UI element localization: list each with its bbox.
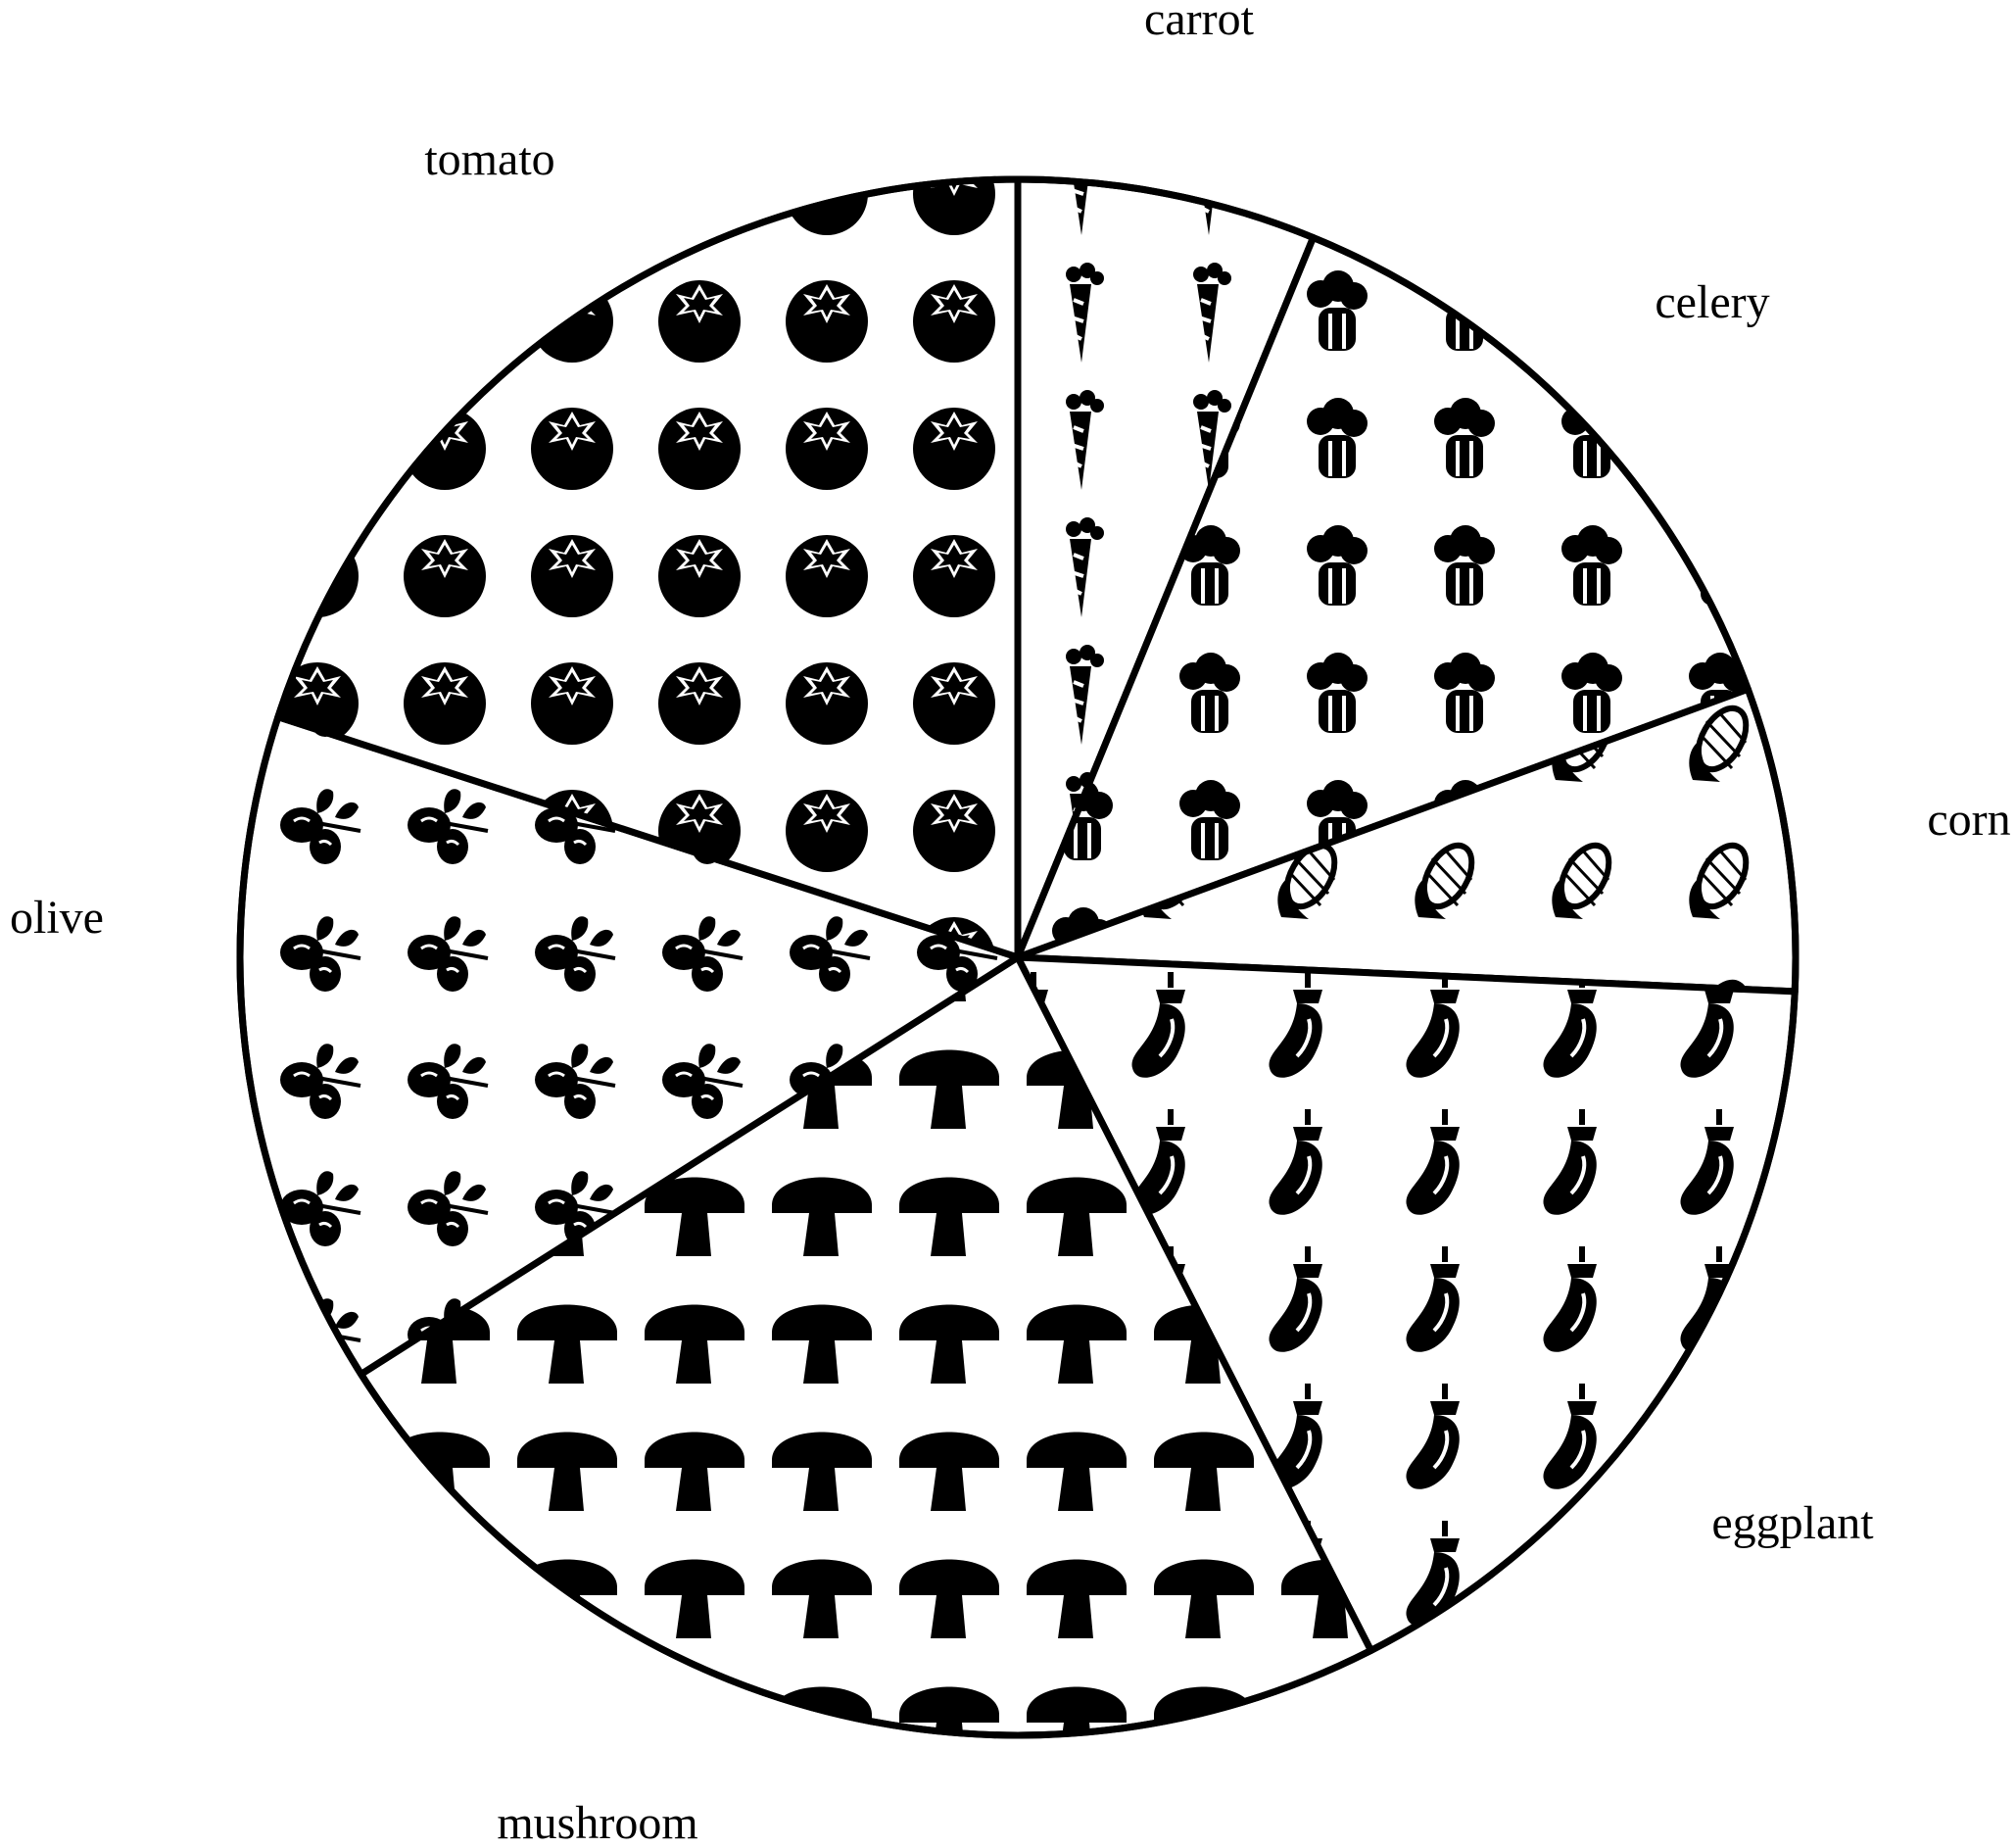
slice-label-carrot: carrot (1144, 0, 1255, 45)
slice-label-tomato: tomato (424, 133, 554, 185)
slice-label-corn: corn (1927, 794, 2010, 846)
pie-slices (236, 175, 1800, 1739)
pie-outline (236, 175, 1800, 1739)
slice-label-celery: celery (1655, 276, 1769, 328)
slice-label-mushroom: mushroom (497, 1797, 697, 1848)
slice-label-olive: olive (10, 892, 104, 944)
slice-label-eggplant: eggplant (1711, 1497, 1874, 1549)
